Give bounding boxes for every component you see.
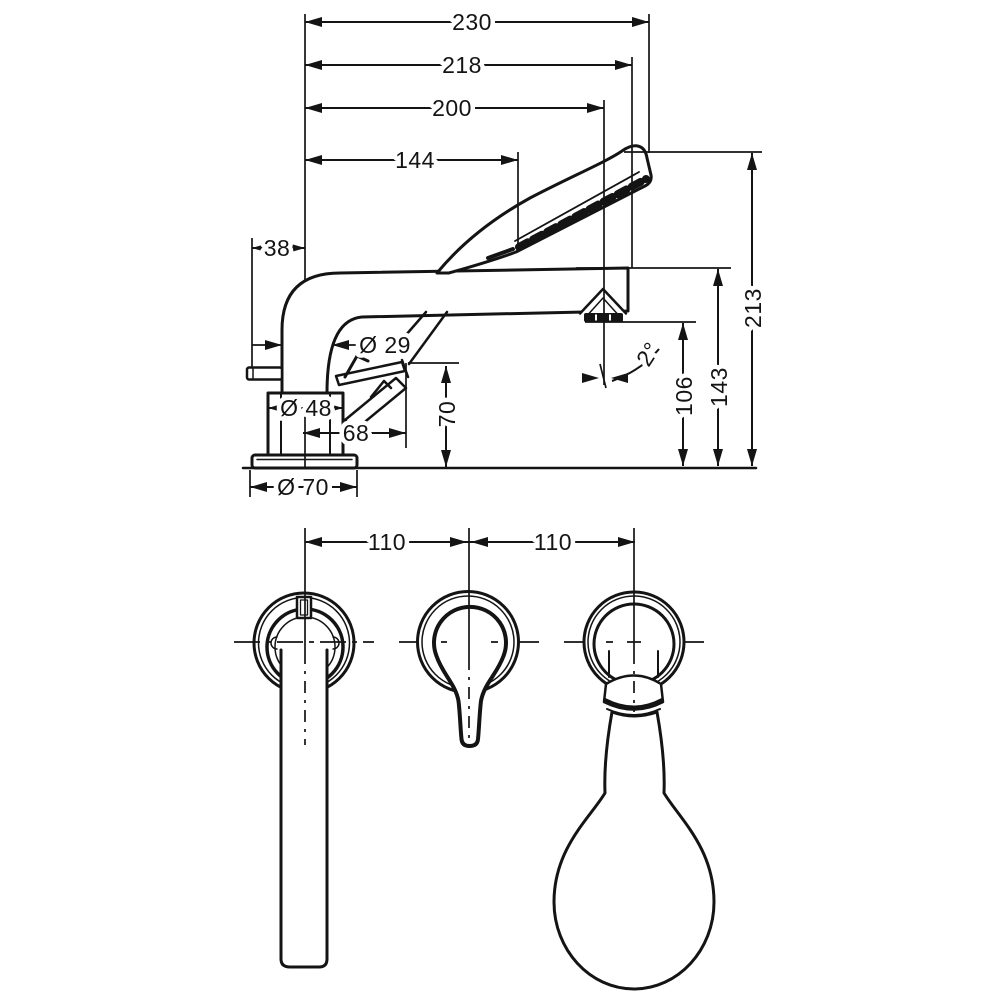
side-view-dimensions: 230 218 200 144 38 Ø 29 Ø 48 68 Ø 70 70 … xyxy=(249,5,771,505)
plan-view-dimensions: 110 110 xyxy=(234,525,704,745)
centerlines xyxy=(234,528,704,745)
ext-angle-tick xyxy=(599,363,607,389)
escutcheon-spout xyxy=(252,591,356,969)
dim-spacing-right: 110 xyxy=(534,529,572,555)
base-body xyxy=(266,391,345,457)
aerator-chevron-outer xyxy=(578,287,628,315)
dim-handle-height: 70 xyxy=(434,401,460,428)
dim-body-diameter: Ø 48 xyxy=(280,395,332,421)
handshower-handle-edge-left xyxy=(390,310,428,353)
handshower-grip xyxy=(552,710,716,991)
ext-flange-diameter xyxy=(249,470,358,497)
dim-width-aerator: 200 xyxy=(432,95,472,121)
dim-width-shower-support: 144 xyxy=(395,147,435,173)
spout-outline xyxy=(280,266,630,395)
dim-rear-offset: 38 xyxy=(264,235,291,261)
dim-handle-offset: 68 xyxy=(343,420,370,446)
dim-spout-diameter: Ø 29 xyxy=(359,332,411,358)
dim-overall-height: 213 xyxy=(740,288,766,328)
handshower-collar-heavy-arc xyxy=(603,698,664,710)
side-view: 230 218 200 144 38 Ø 29 Ø 48 68 Ø 70 70 … xyxy=(241,5,771,505)
aerator-cap-slits xyxy=(595,314,611,321)
dim-spout-height: 143 xyxy=(706,367,732,407)
dim-aerator-height: 106 xyxy=(671,376,697,416)
dim-width-spray-face: 218 xyxy=(442,52,482,78)
plan-view: 110 110 xyxy=(234,525,716,991)
spray-face-shadow xyxy=(486,247,515,260)
plan-view-product xyxy=(252,590,716,991)
handshower-head xyxy=(435,144,653,275)
spray-face-inner-line xyxy=(514,171,640,242)
dim-overall-width: 230 xyxy=(452,9,492,35)
rear-protrusion xyxy=(245,366,284,381)
lever-chevron-upper xyxy=(343,354,370,379)
spout-index-inner xyxy=(299,599,309,616)
spray-face-nozzles xyxy=(515,175,650,251)
escutcheon-lever xyxy=(416,590,520,748)
aerator-chevron-inner xyxy=(588,297,618,315)
handshower-handle-edge-right xyxy=(407,310,449,366)
dim-spout-angle: 2° xyxy=(631,337,665,370)
spout-tube xyxy=(279,648,329,969)
arrowheads xyxy=(250,17,757,492)
handshower-collar-lower-arc xyxy=(606,708,661,716)
handshower-cone-sides xyxy=(608,650,659,678)
spout-collar-slots xyxy=(270,636,340,650)
lever-chevron-lower xyxy=(369,379,393,399)
lever-bar-endcap xyxy=(400,358,410,379)
dim-spacing-left: 110 xyxy=(368,529,406,555)
dim-flange-diameter: Ø 70 xyxy=(277,474,329,500)
base-body-inner-lines xyxy=(280,392,331,456)
